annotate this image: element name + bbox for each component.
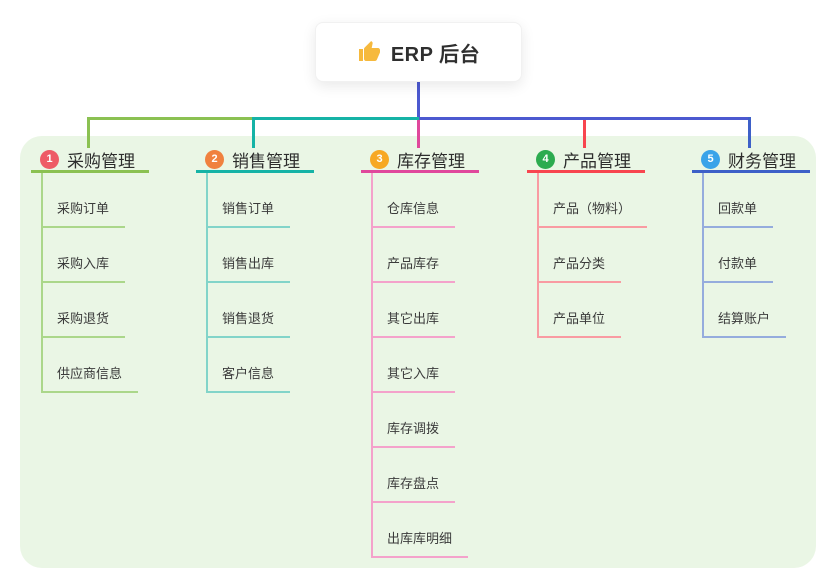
branch-purchase: 1 采购管理 采购订单 采购入库 采购退货 供应商信息 bbox=[31, 148, 149, 393]
connector-drop-branch5 bbox=[748, 117, 751, 148]
branch-number-badge: 1 bbox=[40, 149, 59, 169]
branch-inventory-children: 仓库信息 产品库存 其它出库 其它入库 库存调拨 库存盘点 出库库明细 bbox=[371, 173, 479, 558]
node-purchase-order[interactable]: 采购订单 bbox=[41, 198, 126, 228]
branch-finance-children: 回款单 付款单 结算账户 bbox=[702, 173, 810, 338]
root-node-label: ERP 后台 bbox=[390, 43, 481, 66]
node-payment-order[interactable]: 付款单 bbox=[702, 253, 774, 283]
branch-inventory-title[interactable]: 3 库存管理 bbox=[361, 148, 479, 173]
branch-product-children: 产品（物料） 产品分类 产品单位 bbox=[537, 173, 648, 338]
branch-title-label: 采购管理 bbox=[67, 151, 135, 171]
node-settlement-account[interactable]: 结算账户 bbox=[702, 308, 787, 338]
branch-product: 4 产品管理 产品（物料） 产品分类 产品单位 bbox=[527, 148, 648, 338]
connector-root-vertical bbox=[417, 82, 420, 118]
node-other-outbound[interactable]: 其它出库 bbox=[371, 308, 456, 338]
connector-horizontal-mid bbox=[254, 117, 419, 120]
node-product-material[interactable]: 产品（物料） bbox=[537, 198, 648, 228]
node-receipt-order[interactable]: 回款单 bbox=[702, 198, 774, 228]
branch-purchase-children: 采购订单 采购入库 采购退货 供应商信息 bbox=[41, 173, 149, 393]
branch-number-badge: 4 bbox=[536, 149, 555, 169]
branch-sales: 2 销售管理 销售订单 销售出库 销售退货 客户信息 bbox=[196, 148, 314, 393]
branch-number-badge: 2 bbox=[205, 149, 224, 169]
branch-purchase-title[interactable]: 1 采购管理 bbox=[31, 148, 149, 173]
connector-drop-branch3 bbox=[417, 120, 420, 148]
connector-drop-branch1 bbox=[87, 117, 90, 148]
branch-number-badge: 3 bbox=[370, 149, 389, 169]
branch-title-label: 产品管理 bbox=[563, 151, 631, 171]
children-connector-line bbox=[371, 173, 373, 558]
node-product-category[interactable]: 产品分类 bbox=[537, 253, 622, 283]
connector-horizontal-right bbox=[419, 117, 751, 120]
branch-title-label: 销售管理 bbox=[232, 151, 300, 171]
node-sales-return[interactable]: 销售退货 bbox=[206, 308, 291, 338]
node-outbound-detail[interactable]: 出库库明细 bbox=[371, 528, 469, 558]
node-purchase-return[interactable]: 采购退货 bbox=[41, 308, 126, 338]
root-node-erp[interactable]: ERP 后台 bbox=[315, 22, 522, 82]
node-stock-transfer[interactable]: 库存调拨 bbox=[371, 418, 456, 448]
node-supplier-info[interactable]: 供应商信息 bbox=[41, 363, 139, 393]
branches-panel bbox=[20, 136, 816, 568]
branch-title-label: 库存管理 bbox=[397, 151, 465, 171]
node-product-unit[interactable]: 产品单位 bbox=[537, 308, 622, 338]
branch-sales-children: 销售订单 销售出库 销售退货 客户信息 bbox=[206, 173, 314, 393]
branch-title-label: 财务管理 bbox=[728, 151, 796, 171]
branch-number-badge: 5 bbox=[701, 149, 720, 169]
branch-finance-title[interactable]: 5 财务管理 bbox=[692, 148, 810, 173]
branch-sales-title[interactable]: 2 销售管理 bbox=[196, 148, 314, 173]
thumbs-up-icon bbox=[358, 41, 380, 61]
children-connector-line bbox=[702, 173, 704, 338]
children-connector-line bbox=[41, 173, 43, 393]
children-connector-line bbox=[537, 173, 539, 338]
branch-finance: 5 财务管理 回款单 付款单 结算账户 bbox=[692, 148, 810, 338]
node-purchase-inbound[interactable]: 采购入库 bbox=[41, 253, 126, 283]
node-stock-taking[interactable]: 库存盘点 bbox=[371, 473, 456, 503]
node-sales-order[interactable]: 销售订单 bbox=[206, 198, 291, 228]
node-product-stock[interactable]: 产品库存 bbox=[371, 253, 456, 283]
children-connector-line bbox=[206, 173, 208, 393]
connector-drop-branch2 bbox=[252, 117, 255, 148]
connector-drop-branch4 bbox=[583, 120, 586, 148]
branch-inventory: 3 库存管理 仓库信息 产品库存 其它出库 其它入库 库存调拨 库存盘点 出库库… bbox=[361, 148, 479, 558]
node-customer-info[interactable]: 客户信息 bbox=[206, 363, 291, 393]
node-other-inbound[interactable]: 其它入库 bbox=[371, 363, 456, 393]
branch-product-title[interactable]: 4 产品管理 bbox=[527, 148, 645, 173]
node-sales-outbound[interactable]: 销售出库 bbox=[206, 253, 291, 283]
node-warehouse-info[interactable]: 仓库信息 bbox=[371, 198, 456, 228]
connector-horizontal-left bbox=[87, 117, 254, 120]
